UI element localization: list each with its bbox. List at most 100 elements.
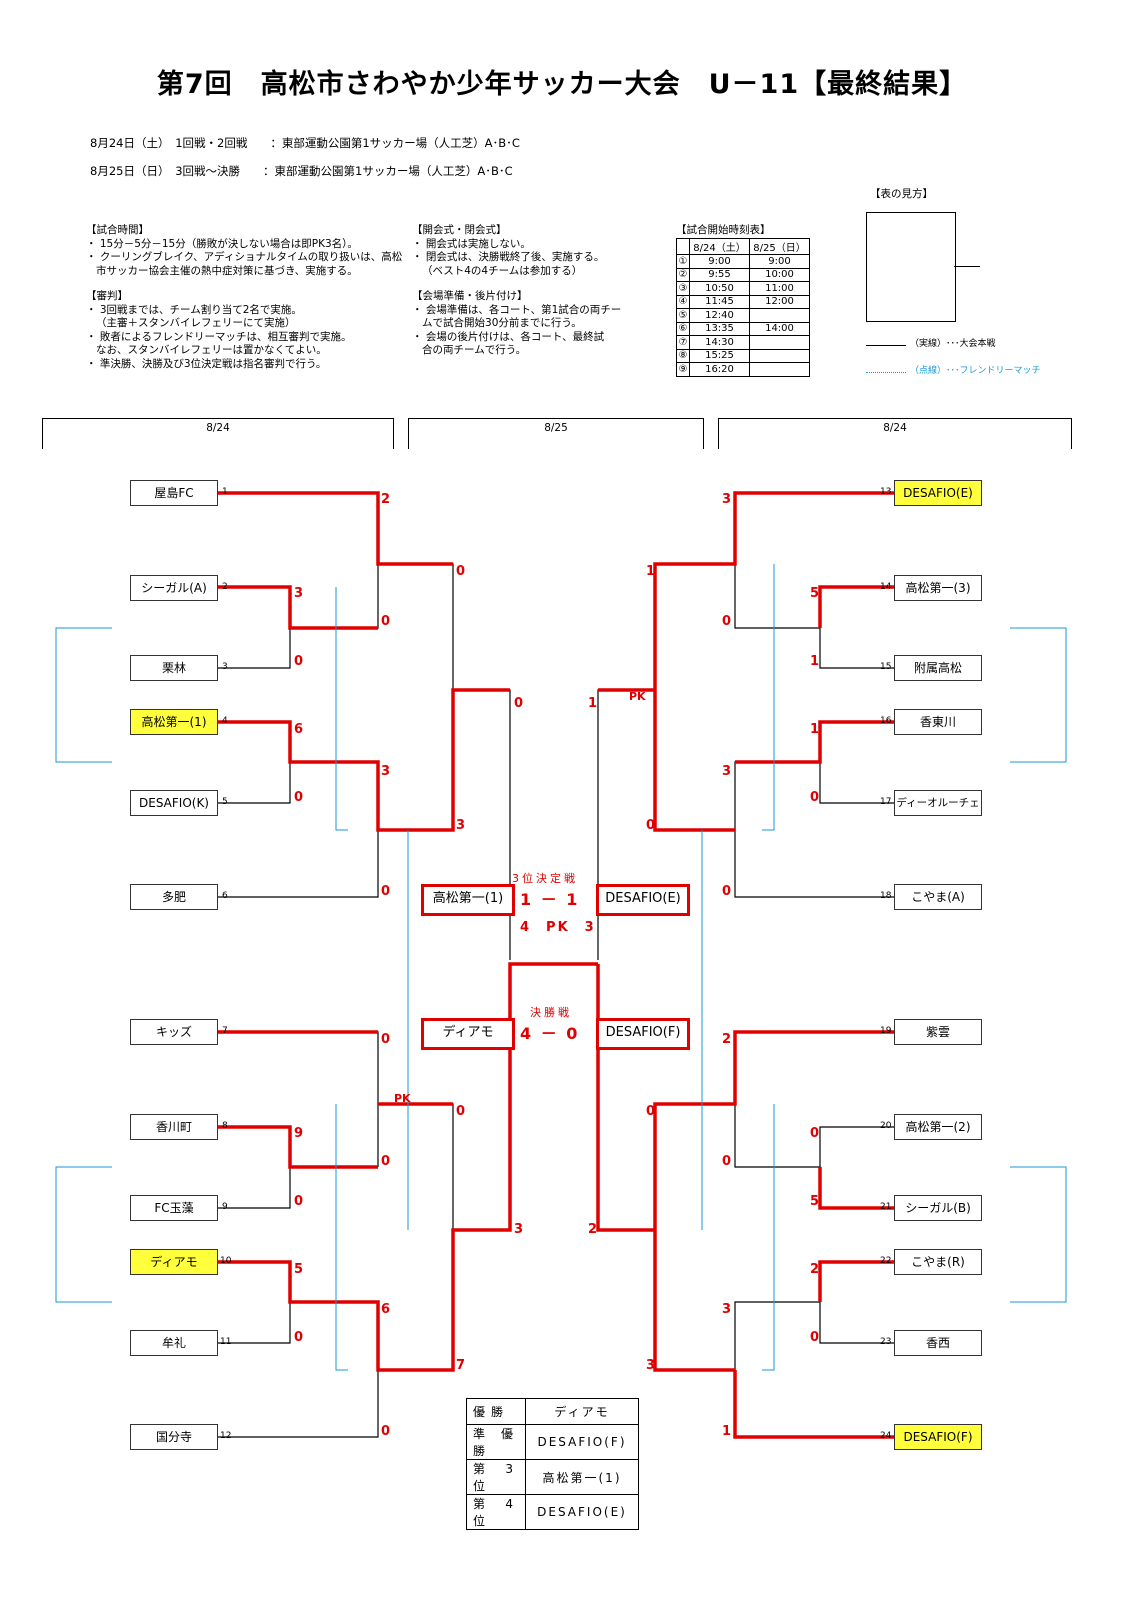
- timetable-cell: 9:00: [749, 254, 810, 269]
- page-title: 第7回 高松市さわやか少年サッカー大会 U－11【最終結果】: [156, 69, 968, 100]
- seed-number: 4: [222, 716, 228, 726]
- date-header-left: 8/24: [42, 418, 394, 449]
- team-box: こやま(A): [894, 884, 982, 910]
- score: 0: [381, 1424, 391, 1439]
- seed-number: 8: [222, 1121, 228, 1131]
- standings-row: 第3位高松第一(1): [466, 1459, 639, 1495]
- note-referee: 【審判】 ・ 3回戦までは、チーム割り当て2名で実施。 （主審＋スタンバイレフェ…: [86, 290, 352, 370]
- third-place-score: 1 － 1: [520, 890, 580, 909]
- pk-label: PK: [629, 690, 646, 703]
- team-box: 国分寺: [130, 1424, 218, 1450]
- seed-number: 22: [880, 1256, 892, 1266]
- standings-rank: 優勝: [466, 1398, 526, 1425]
- team-box: DESAFIO(E): [894, 480, 982, 506]
- score: 0: [722, 884, 732, 899]
- final-team-a: ディアモ: [421, 1018, 515, 1050]
- team-box: 屋島FC: [130, 480, 218, 506]
- score: 3: [722, 1302, 732, 1317]
- score: 6: [294, 722, 304, 737]
- legend-dotted-line: [866, 372, 906, 373]
- final-score: 4 － 0: [520, 1024, 580, 1043]
- note-match-time: 【試合時間】 ・ 15分－5分－15分（勝敗が決しない場合は即PK3名）。 ・ …: [86, 224, 403, 277]
- team-box: DESAFIO(K): [130, 790, 218, 816]
- team-box: 高松第一(1): [130, 709, 218, 735]
- team-box: 牟礼: [130, 1330, 218, 1356]
- legend-solid-line: [866, 345, 906, 346]
- seed-number: 16: [880, 716, 892, 726]
- team-box: キッズ: [130, 1019, 218, 1045]
- timetable-title: 【試合開始時刻表】: [676, 224, 771, 236]
- seed-number: 15: [880, 662, 892, 672]
- team-box: 多肥: [130, 884, 218, 910]
- standings-rank: 第4位: [466, 1494, 526, 1530]
- timetable-slot: ②: [676, 267, 690, 282]
- timetable-cell: [749, 348, 810, 363]
- timetable-cell: 10:00: [749, 267, 810, 282]
- score: 3: [722, 492, 732, 507]
- schedule-day1: 8月24日（土） 1回戦・2回戦 ：東部運動公園第1サッカー場（人工芝）A･B･…: [90, 136, 520, 150]
- score: 0: [381, 1154, 391, 1169]
- team-box: ディアモ: [130, 1249, 218, 1275]
- score: 1: [810, 722, 820, 737]
- legend-solid-text: （実線）･･･大会本戦: [910, 339, 996, 349]
- timetable-header: 8/24（土）: [689, 238, 750, 255]
- score: 3: [514, 1222, 524, 1237]
- note-venue: 【会場準備・後片付け】 ・ 会場準備は、各コート、第1試合の両チー ムで試合開始…: [412, 290, 622, 356]
- timetable-cell: 9:00: [689, 254, 750, 269]
- score: 0: [381, 1032, 391, 1047]
- score: 0: [294, 654, 304, 669]
- third-place-pk: 4 PK 3: [520, 920, 596, 935]
- team-box: シーガル(B): [894, 1195, 982, 1221]
- score: 7: [456, 1358, 466, 1373]
- score: 2: [381, 492, 391, 507]
- score: 9: [294, 1126, 304, 1141]
- timetable-cell: 10:50: [689, 281, 750, 296]
- standings-rank: 第3位: [466, 1459, 526, 1495]
- score: 5: [810, 1194, 820, 1209]
- score: 2: [588, 1222, 598, 1237]
- team-box: こやま(R): [894, 1249, 982, 1275]
- standings-team: DESAFIO(E): [525, 1494, 639, 1530]
- score: 0: [646, 1104, 656, 1119]
- timetable-cell: 15:25: [689, 348, 750, 363]
- team-box: 香西: [894, 1330, 982, 1356]
- standings-team: ディアモ: [525, 1398, 639, 1425]
- legend-title: 【表の見方】: [870, 188, 933, 200]
- pk-label: PK: [394, 1092, 411, 1105]
- seed-number: 21: [880, 1202, 892, 1212]
- team-box: 香東川: [894, 709, 982, 735]
- seed-number: 5: [222, 797, 228, 807]
- seed-number: 19: [880, 1026, 892, 1036]
- team-box: 香川町: [130, 1114, 218, 1140]
- standings-rank: 準優勝: [466, 1424, 526, 1460]
- seed-number: 1: [222, 487, 228, 497]
- final-label: 決勝戦: [530, 1006, 572, 1019]
- seed-number: 10: [220, 1256, 232, 1266]
- seed-number: 12: [220, 1431, 232, 1441]
- score: 0: [722, 1154, 732, 1169]
- timetable-slot: ⑧: [676, 348, 690, 363]
- team-box: 紫雲: [894, 1019, 982, 1045]
- score: 3: [646, 1358, 656, 1373]
- standings-team: 高松第一(1): [525, 1459, 639, 1495]
- date-header-right: 8/24: [718, 418, 1072, 449]
- score: 3: [294, 586, 304, 601]
- date-label: 8/24: [206, 422, 230, 434]
- legend-box: [866, 212, 956, 322]
- schedule-day2: 8月25日（日） 3回戦～決勝 ：東部運動公園第1サッカー場（人工芝）A･B･C: [90, 164, 513, 178]
- score: 0: [514, 696, 524, 711]
- seed-number: 2: [222, 582, 228, 592]
- score: 0: [294, 1194, 304, 1209]
- seed-number: 24: [880, 1431, 892, 1441]
- third-place-team-a: 高松第一(1): [421, 884, 515, 916]
- team-box: 附属高松: [894, 655, 982, 681]
- seed-number: 6: [222, 891, 228, 901]
- score: 1: [646, 564, 656, 579]
- score: 0: [294, 1330, 304, 1345]
- score: 0: [381, 614, 391, 629]
- score: 5: [294, 1262, 304, 1277]
- date-header-center: 8/25: [408, 418, 704, 449]
- seed-number: 18: [880, 891, 892, 901]
